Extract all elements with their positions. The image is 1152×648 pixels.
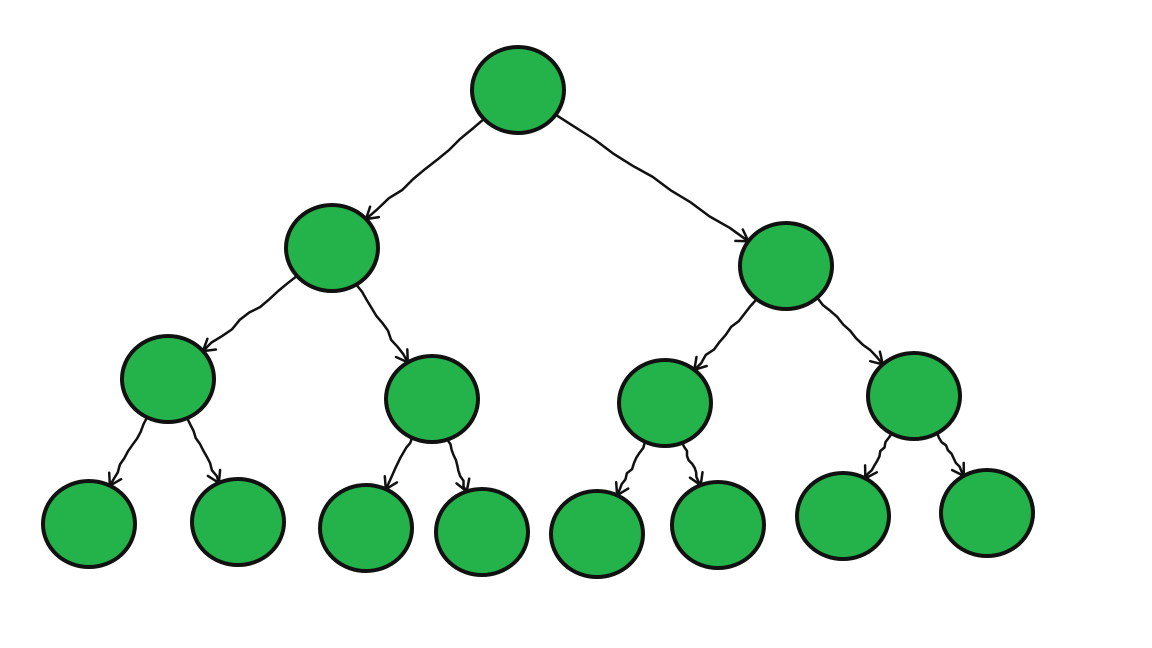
nodes-layer bbox=[41, 45, 1035, 579]
tree-node-n4 bbox=[384, 354, 480, 444]
tree-node-n3 bbox=[120, 334, 216, 424]
edge-n2-n5 bbox=[693, 297, 758, 372]
edge-n6-n13 bbox=[864, 432, 893, 480]
edge-n5-n11 bbox=[615, 440, 647, 497]
tree-node-n8 bbox=[190, 477, 286, 567]
tree-node-n11 bbox=[549, 489, 645, 579]
edge-n0-n2 bbox=[554, 113, 750, 243]
edges-layer bbox=[107, 113, 966, 497]
edge-n3-n7 bbox=[108, 416, 149, 487]
edge-n5-n12 bbox=[681, 441, 702, 487]
tree-node-n13 bbox=[795, 471, 891, 561]
tree-node-n2 bbox=[738, 221, 834, 311]
edge-n4-n10 bbox=[446, 438, 468, 493]
tree-node-n7 bbox=[41, 479, 137, 569]
tree-node-n0 bbox=[470, 45, 566, 135]
edge-n1-n4 bbox=[354, 283, 410, 364]
edge-n1-n3 bbox=[201, 274, 299, 353]
tree-node-n5 bbox=[617, 358, 713, 448]
tree-node-n14 bbox=[939, 468, 1035, 558]
tree-node-n12 bbox=[670, 480, 766, 570]
tree-node-n1 bbox=[284, 203, 380, 293]
edge-n4-n9 bbox=[384, 436, 414, 491]
edge-n3-n8 bbox=[185, 416, 221, 485]
edge-n0-n1 bbox=[364, 117, 486, 221]
tree-node-n10 bbox=[434, 487, 530, 577]
tree-node-n6 bbox=[866, 351, 962, 441]
edge-n6-n14 bbox=[935, 431, 966, 478]
edge-n2-n6 bbox=[815, 296, 885, 366]
tree-node-n9 bbox=[318, 483, 414, 573]
